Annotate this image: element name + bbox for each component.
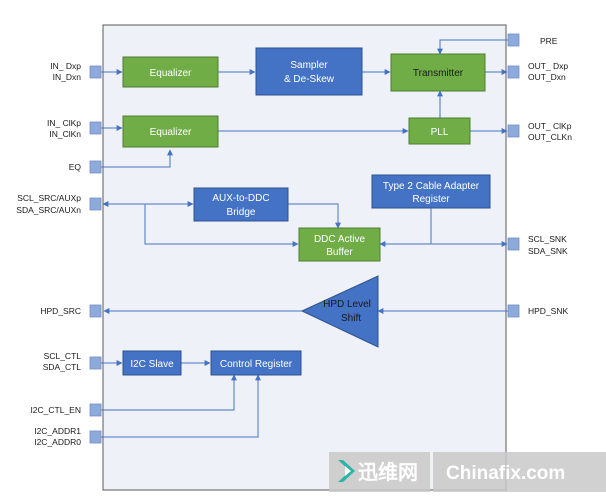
transmitter-block: Transmitter [390,53,486,92]
transmitter-label: Transmitter [413,68,464,79]
aux-bridge-label-line1: AUX-to-DDC [212,193,269,204]
pin-label-out-dxp: OUT_ Dxp [528,61,568,71]
type2-label-line1: Type 2 Cable Adapter [383,181,480,192]
pin-label-out-dxn: OUT_Dxn [528,72,566,82]
pin-label-scl-src: SCL_SRC/AUXp [17,193,81,203]
pin-label-sda-snk: SDA_SNK [528,246,568,256]
sampler-deskew-block: Sampler & De-Skew [255,47,363,96]
hpd-shift-label-line2: Shift [341,313,361,324]
pin-label-i2c-ctl-en: I2C_CTL_EN [30,405,81,415]
wire-aux-to-ddc [144,204,299,247]
pin-label-hpd-snk: HPD_SNK [528,306,568,316]
wire-en-to-control [101,374,237,411]
pin-label-hpd-src: HPD_SRC [40,306,81,316]
pin-label-in-clkn: IN_ClKn [49,129,81,139]
pin-label-i2c-addr0: I2C_ADDR0 [34,437,81,447]
i2c-slave-label: I2C Slave [130,359,174,370]
chevron-logo-icon [338,460,355,482]
wire-pre-to-transmitter [437,39,508,55]
watermark-logo-text: 迅维网 [358,460,418,484]
pin-label-eq: EQ [69,162,82,172]
i2c-slave-block: I2C Slave [122,350,182,376]
wire-bridge-to-ddc [288,203,341,229]
pin-addr [89,430,102,444]
signal-wires [101,39,508,438]
right-pin-labels: PRE OUT_ Dxp OUT_Dxn OUT_ ClKp OUT_CLKn … [528,36,572,316]
pin-hpd-src [89,304,102,318]
sampler-label-line2: & De-Skew [284,74,335,85]
pll-label: PLL [431,127,449,138]
right-pins [507,33,520,318]
wire-addr-to-control [101,374,261,438]
equalizer-clk-label: Equalizer [150,127,192,138]
wire-eq-to-equalizer [101,149,173,168]
pin-label-scl-snk: SCL_SNK [528,234,567,244]
pin-label-sda-src: SDA_SRC/AUXn [16,205,81,215]
pin-hpd-snk [507,304,520,318]
equalizer-data-label: Equalizer [150,68,192,79]
pin-label-pre: PRE [540,36,558,46]
left-pins [89,65,102,444]
hpd-level-shift-block: HPD Level Shift [300,275,379,348]
pin-out-clk [507,124,520,138]
control-register-block: Control Register [210,350,302,376]
watermark: 迅维网 Chinafix.com [329,452,606,492]
watermark-site-text: Chinafix.com [446,463,565,484]
equalizer-data-block: Equalizer [122,56,219,88]
ddc-label-line1: DDC Active [314,234,366,245]
pin-label-scl-ctl: SCL_CTL [44,351,82,361]
aux-bridge-label-line2: Bridge [227,207,256,218]
pin-label-in-dxp: IN_ Dxp [50,61,81,71]
pin-eq [89,160,102,174]
pin-out-data [507,65,520,79]
pin-i2c-en [89,403,102,417]
pin-pre [507,33,520,47]
sampler-label-line1: Sampler [290,60,328,71]
left-pin-labels: IN_ Dxp IN_Dxn IN_ ClKp IN_ClKn EQ SCL_S… [16,61,81,447]
ddc-label-line2: Buffer [326,247,353,258]
pll-block: PLL [408,117,471,145]
pin-ctl [89,356,102,370]
type2-label-line2: Register [412,194,450,205]
pin-label-i2c-addr1: I2C_ADDR1 [34,426,81,436]
pin-label-out-clkn: OUT_CLKn [528,132,572,142]
pin-in-data [89,65,102,79]
control-register-label: Control Register [220,359,293,370]
pin-label-out-clkp: OUT_ ClKp [528,121,572,131]
pin-snk [507,237,520,251]
hpd-shift-label-line1: HPD Level [323,299,371,310]
pin-in-clk [89,121,102,135]
equalizer-clk-block: Equalizer [122,115,219,148]
ddc-active-buffer-block: DDC Active Buffer [298,227,381,262]
aux-to-ddc-bridge-block: AUX-to-DDC Bridge [193,187,289,222]
pin-label-in-dxn: IN_Dxn [53,72,82,82]
pin-label-in-clkp: IN_ ClKp [47,118,81,128]
type2-cable-register-block: Type 2 Cable Adapter Register [371,174,491,209]
pin-label-sda-ctl: SDA_CTL [43,362,82,372]
pin-aux [89,197,102,211]
